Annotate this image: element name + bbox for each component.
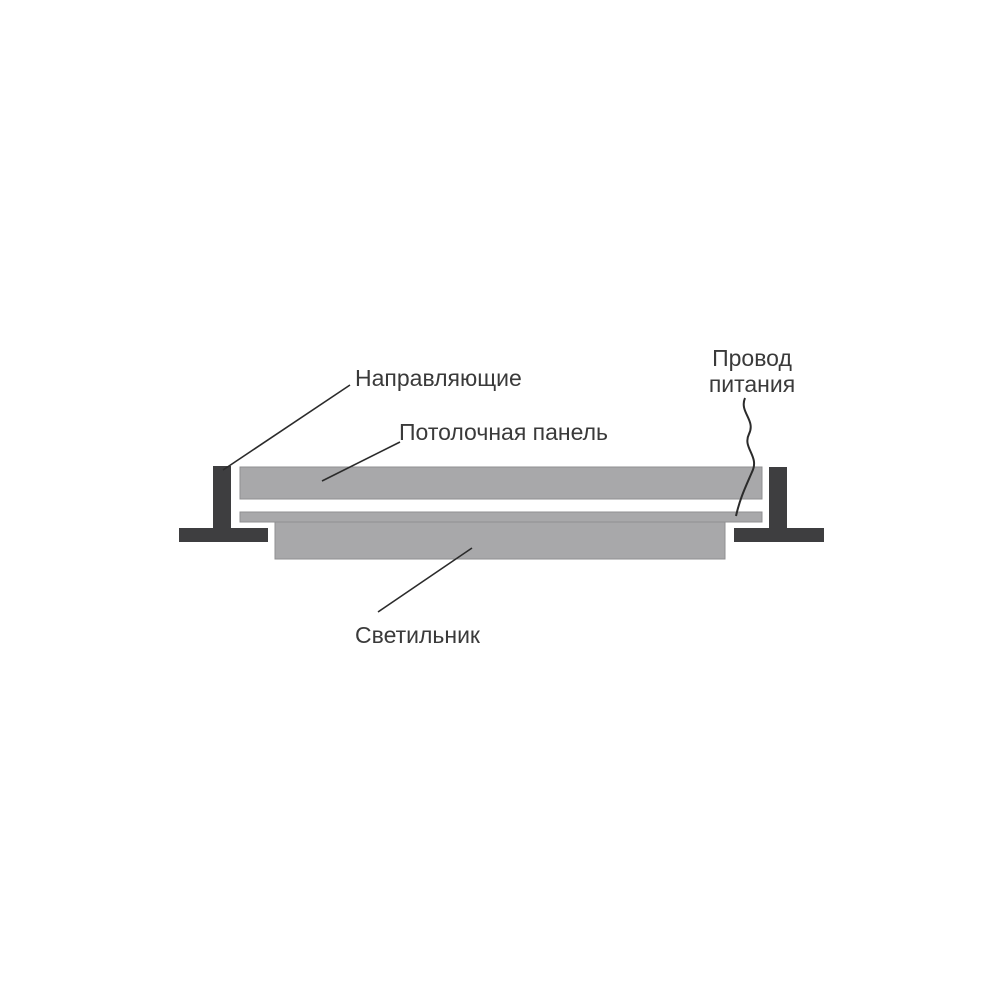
left-rail-flange-right xyxy=(231,528,268,542)
power-wire xyxy=(735,397,755,517)
right-rail-flange-left xyxy=(734,528,769,542)
left-rail-flange-left xyxy=(179,528,213,542)
right-rail xyxy=(734,467,824,542)
label-power-wire: Провод питания xyxy=(690,345,814,397)
right-rail-vertical xyxy=(769,467,787,542)
lamp-body xyxy=(274,521,726,560)
leader-rails xyxy=(222,384,351,471)
support-plate xyxy=(239,511,763,523)
ceiling-panel xyxy=(239,466,763,500)
leader-lamp xyxy=(377,547,473,613)
left-rail-vertical xyxy=(213,466,231,542)
label-power-wire-line2: питания xyxy=(708,371,796,397)
left-rail xyxy=(179,466,268,542)
right-rail-flange-right xyxy=(787,528,824,542)
label-ceiling-panel: Потолочная панель xyxy=(399,419,609,445)
label-power-wire-line1: Провод xyxy=(712,345,792,371)
label-rails: Направляющие xyxy=(355,365,522,391)
leader-panel xyxy=(321,441,401,482)
label-lamp: Светильник xyxy=(355,622,480,648)
